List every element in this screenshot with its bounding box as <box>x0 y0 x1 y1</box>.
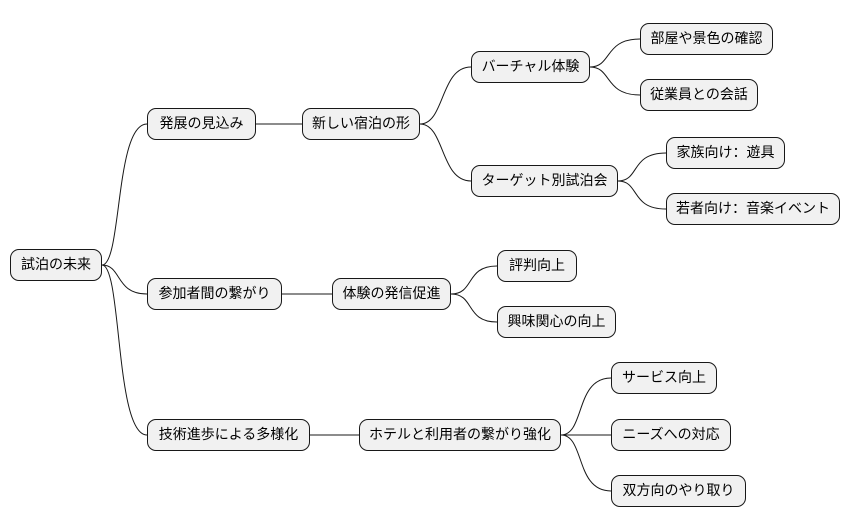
branch-node: 技術進歩による多様化 <box>147 419 310 451</box>
root-node: 試泊の未来 <box>10 249 102 281</box>
branch-node: 参加者間の繋がり <box>147 278 282 310</box>
leaf-node: ニーズへの対応 <box>611 419 731 451</box>
leaf-node: 評判向上 <box>497 250 577 282</box>
leaf-node: 部屋や景色の確認 <box>640 23 773 55</box>
sub-node: ターゲット別試泊会 <box>471 165 618 197</box>
branch-child-node: 体験の発信促進 <box>332 278 451 310</box>
branch-node: 発展の見込み <box>147 108 256 140</box>
leaf-node: 家族向け：遊具 <box>666 137 785 169</box>
leaf-node: 若者向け：音楽イベント <box>666 193 840 225</box>
sub-node: バーチャル体験 <box>471 51 590 83</box>
branch-child-node: ホテルと利用者の繋がり強化 <box>359 419 561 451</box>
branch-child-node: 新しい宿泊の形 <box>302 108 420 140</box>
leaf-node: 興味関心の向上 <box>497 306 616 338</box>
leaf-node: 従業員との会話 <box>640 79 758 111</box>
leaf-node: サービス向上 <box>611 362 717 394</box>
leaf-node: 双方向のやり取り <box>611 475 746 507</box>
